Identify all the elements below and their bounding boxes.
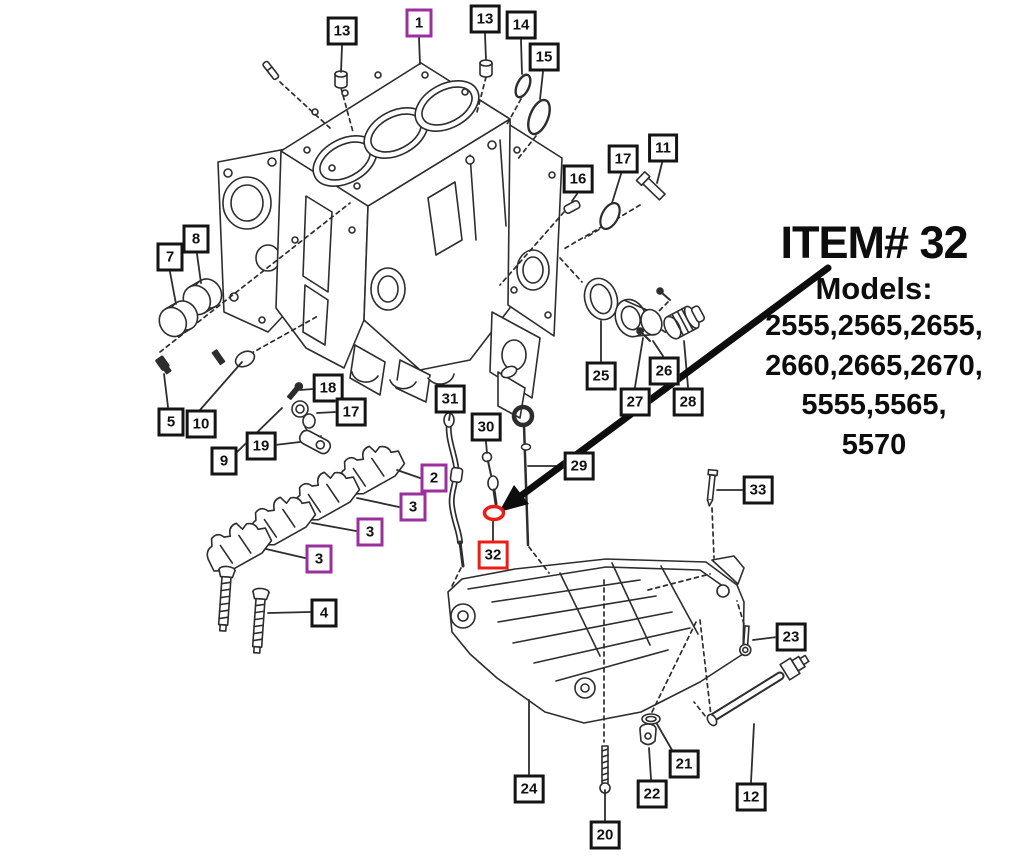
annotation-model-line: 2660,2665,2670, (765, 349, 983, 382)
side-plug-parts-drawing (583, 277, 706, 342)
callout-23: 23 (775, 622, 807, 652)
small-parts-top (262, 59, 666, 231)
item-32-highlight-circle (482, 504, 506, 522)
oil-pickup-tube-drawing (706, 654, 810, 727)
screw-18-drawing (286, 382, 304, 400)
oil-pan-drawing (447, 555, 745, 724)
callout-22: 22 (636, 779, 668, 809)
annotation-block: ITEM# 32 Models: 2555,2565,2655, 2660,26… (726, 220, 1022, 466)
callout-30: 30 (470, 412, 502, 442)
annotation-model-line: 5570 (841, 429, 907, 462)
dipstick-drawing (511, 404, 535, 547)
engine-block-drawing (217, 62, 563, 419)
drain-plug-22-drawing (639, 723, 657, 746)
callout-15: 15 (528, 42, 560, 72)
callout-16: 16 (562, 164, 594, 194)
o-ring-15-drawing (527, 98, 551, 136)
callout-24: 24 (513, 774, 545, 804)
callout-25: 25 (585, 361, 617, 391)
callout-3: 3 (399, 492, 427, 522)
callout-12: 12 (735, 782, 767, 812)
o-ring-17-drawing (599, 201, 621, 231)
dipstick-upper-drawing (481, 451, 499, 506)
callout-32: 32 (477, 540, 509, 570)
annotation-title: ITEM# 32 (780, 217, 968, 268)
o-ring-21-drawing (641, 713, 661, 725)
annotation-models-label: Models: (815, 271, 933, 306)
callout-4: 4 (310, 598, 338, 628)
bolt-23-drawing (739, 625, 752, 657)
annotation-model-line: 2555,2565,2655, (765, 310, 983, 342)
callout-14: 14 (505, 10, 537, 40)
o-ring-14-drawing (514, 73, 532, 99)
plug-16-drawing (563, 199, 581, 215)
plug-5-drawing (155, 355, 172, 375)
callout-3: 3 (305, 544, 333, 574)
callout-27: 27 (619, 387, 651, 417)
cup-plug-13-drawing (479, 59, 493, 78)
housing-26-drawing (614, 298, 663, 338)
dowel-pin-drawing (262, 60, 280, 81)
callout-33: 33 (742, 475, 774, 505)
annotation-model-line: 5555,5565, (801, 389, 947, 422)
callout-7: 7 (156, 242, 184, 272)
callout-5: 5 (157, 407, 185, 437)
callout-13: 13 (326, 16, 358, 46)
screw-20-drawing (599, 745, 611, 794)
bolt-33-drawing (706, 468, 719, 507)
pin-10-drawing (211, 349, 226, 366)
plug-28-drawing (663, 305, 706, 340)
bolt-11-drawing (635, 170, 666, 201)
bearing-caps-drawing (206, 445, 406, 572)
assembly-dashed-lines (159, 76, 745, 743)
screw-27-drawing (636, 287, 671, 342)
callout-10: 10 (185, 409, 217, 439)
callout-3: 3 (356, 517, 384, 547)
callout-1: 1 (405, 8, 433, 38)
callout-26: 26 (648, 356, 680, 386)
callout-28: 28 (672, 387, 704, 417)
gasket-oval-drawing (500, 365, 518, 379)
bushing-7-drawing (158, 300, 199, 338)
callout-17: 17 (335, 397, 367, 427)
callout-31: 31 (434, 384, 466, 414)
callout-13: 13 (469, 4, 501, 34)
callout-8: 8 (182, 224, 210, 254)
callout-9: 9 (210, 446, 238, 476)
main-bolts-drawing (217, 565, 270, 654)
cup-plug-13-drawing (334, 70, 348, 89)
callout-19: 19 (245, 431, 277, 461)
pan-hardware-drawing (599, 468, 810, 794)
callout-2: 2 (420, 463, 448, 493)
callout-29: 29 (563, 451, 595, 481)
callout-21: 21 (668, 749, 700, 779)
bracket-19-drawing (298, 429, 332, 455)
callout-11: 11 (648, 133, 678, 163)
callout-20: 20 (589, 820, 621, 850)
small-parts-left (155, 278, 518, 455)
callout-17: 17 (607, 144, 639, 174)
